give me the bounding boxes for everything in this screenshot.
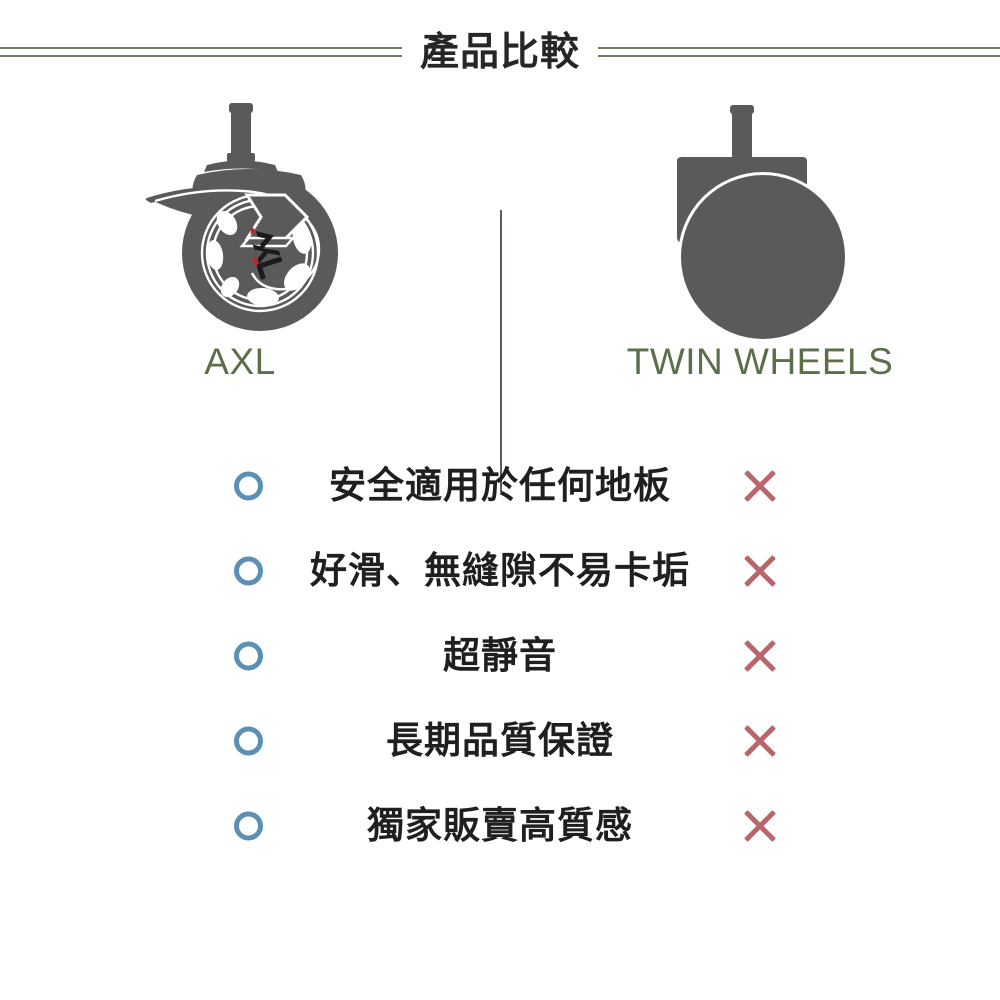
table-row: 安全適用於任何地板 xyxy=(0,443,1000,528)
header-rule-left xyxy=(0,47,402,59)
circle-icon xyxy=(234,641,263,670)
product-label-twin-wheels: TWIN WHEELS xyxy=(626,341,894,382)
circle-icon xyxy=(234,811,263,840)
table-row: 超靜音 xyxy=(0,613,1000,698)
product-label-axl: AXL xyxy=(204,341,276,382)
product-columns: AXL TWIN WHEE xyxy=(0,95,1000,492)
feature-label: 超靜音 xyxy=(443,635,557,676)
circle-icon xyxy=(234,471,263,500)
header: 產品比較 xyxy=(0,22,1000,84)
cross-icon xyxy=(744,555,776,587)
product-column-twin-wheels: TWIN WHEELS xyxy=(500,95,1000,405)
table-row: 好滑、無縫隙不易卡垢 xyxy=(0,528,1000,613)
page-title: 產品比較 xyxy=(420,30,581,74)
feature-label: 安全適用於任何地板 xyxy=(329,465,671,506)
cross-icon xyxy=(744,470,776,502)
circle-icon xyxy=(234,726,263,755)
cross-icon xyxy=(744,810,776,842)
comparison-table: 安全適用於任何地板 好滑、無縫隙不易卡垢 超靜音 長期品質保證 xyxy=(0,443,1000,868)
column-divider xyxy=(500,210,502,492)
circle-icon xyxy=(234,556,263,585)
feature-label: 獨家販賣高質感 xyxy=(367,805,633,846)
cross-icon xyxy=(744,640,776,672)
table-row: 獨家販賣高質感 xyxy=(0,783,1000,868)
axl-logo-mark xyxy=(250,225,283,280)
table-row: 長期品質保證 xyxy=(0,698,1000,783)
product-column-axl: AXL xyxy=(0,95,500,405)
header-rule-right xyxy=(598,47,1000,59)
feature-label: 長期品質保證 xyxy=(386,720,614,761)
twin-wheels-caster-icon xyxy=(500,95,1000,343)
feature-label: 好滑、無縫隙不易卡垢 xyxy=(310,550,690,591)
axl-caster-wheel-icon xyxy=(0,95,500,343)
cross-icon xyxy=(744,725,776,757)
